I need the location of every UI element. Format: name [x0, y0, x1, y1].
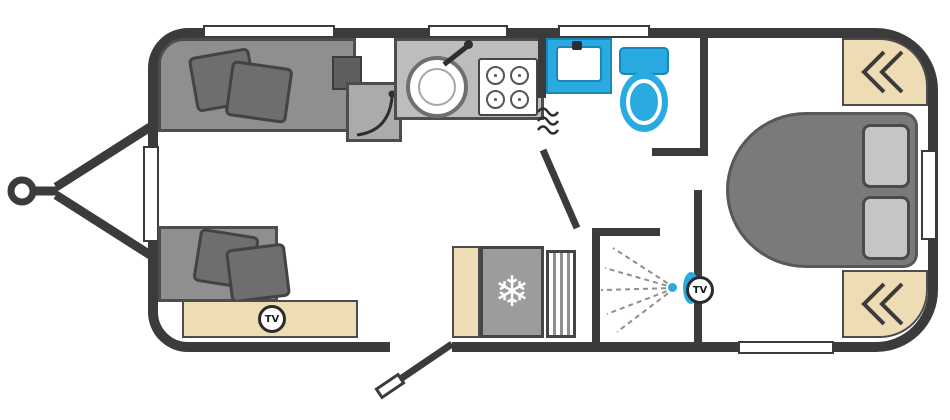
shower-spray-icon: [600, 247, 676, 333]
shower-nozzle-icon: [668, 283, 677, 292]
bathroom-door-icon: [539, 148, 581, 230]
toilet-icon: [619, 47, 669, 132]
fridge-unit: ❄: [480, 246, 544, 338]
bedroom-partition-wall: [694, 190, 702, 342]
window-bed-bottom: [738, 341, 834, 354]
window-rear: [921, 150, 937, 240]
heater-icon: [536, 107, 560, 135]
washbasin-icon: [556, 46, 602, 82]
bathroom-wall-left: [538, 38, 546, 98]
hitch-frame: [54, 120, 160, 262]
window-lounge-top: [203, 25, 335, 38]
entry-door-icon: [374, 341, 454, 400]
hob-burner: [486, 90, 505, 109]
window-front: [143, 146, 159, 242]
seat-cushion: [224, 59, 294, 125]
tv-point-front-label: TV: [264, 313, 280, 325]
corner-unit-curve-icon: [356, 90, 396, 137]
hob-burner: [510, 66, 529, 85]
basin-tap-icon: [572, 41, 582, 50]
pillow: [862, 124, 910, 188]
hitch-coupling-icon: [7, 176, 37, 206]
window-bathroom-top: [558, 25, 650, 38]
wardrobe-hatch-icon: [861, 282, 904, 326]
door-step: [374, 372, 406, 400]
pillow: [862, 196, 910, 260]
seat-cushion: [224, 242, 292, 304]
fridge-worktop: [452, 246, 480, 338]
hob-burner: [486, 66, 505, 85]
wardrobe-top-right: [842, 38, 928, 106]
sink-bowl: [418, 68, 456, 106]
bathroom-wall-bottom: [652, 148, 708, 156]
shower-wall-left: [592, 228, 600, 342]
wardrobe-bottom-right: [842, 270, 928, 338]
snowflake-icon: ❄: [494, 267, 530, 316]
hob-burner: [510, 90, 529, 109]
window-kitchen-top: [428, 25, 508, 38]
tow-hitch-icon: [7, 118, 161, 264]
tap-knob-icon: [464, 40, 473, 49]
shower-wall-top: [592, 228, 660, 236]
oven-unit: [546, 250, 576, 338]
hob-icon: [478, 58, 538, 116]
tv-point-front: TV: [258, 305, 286, 333]
bathroom-wall-right: [700, 38, 708, 156]
wardrobe-hatch-icon: [861, 50, 904, 94]
tv-point-rear-label: TV: [692, 284, 708, 296]
tv-point-rear: TV: [686, 276, 714, 304]
